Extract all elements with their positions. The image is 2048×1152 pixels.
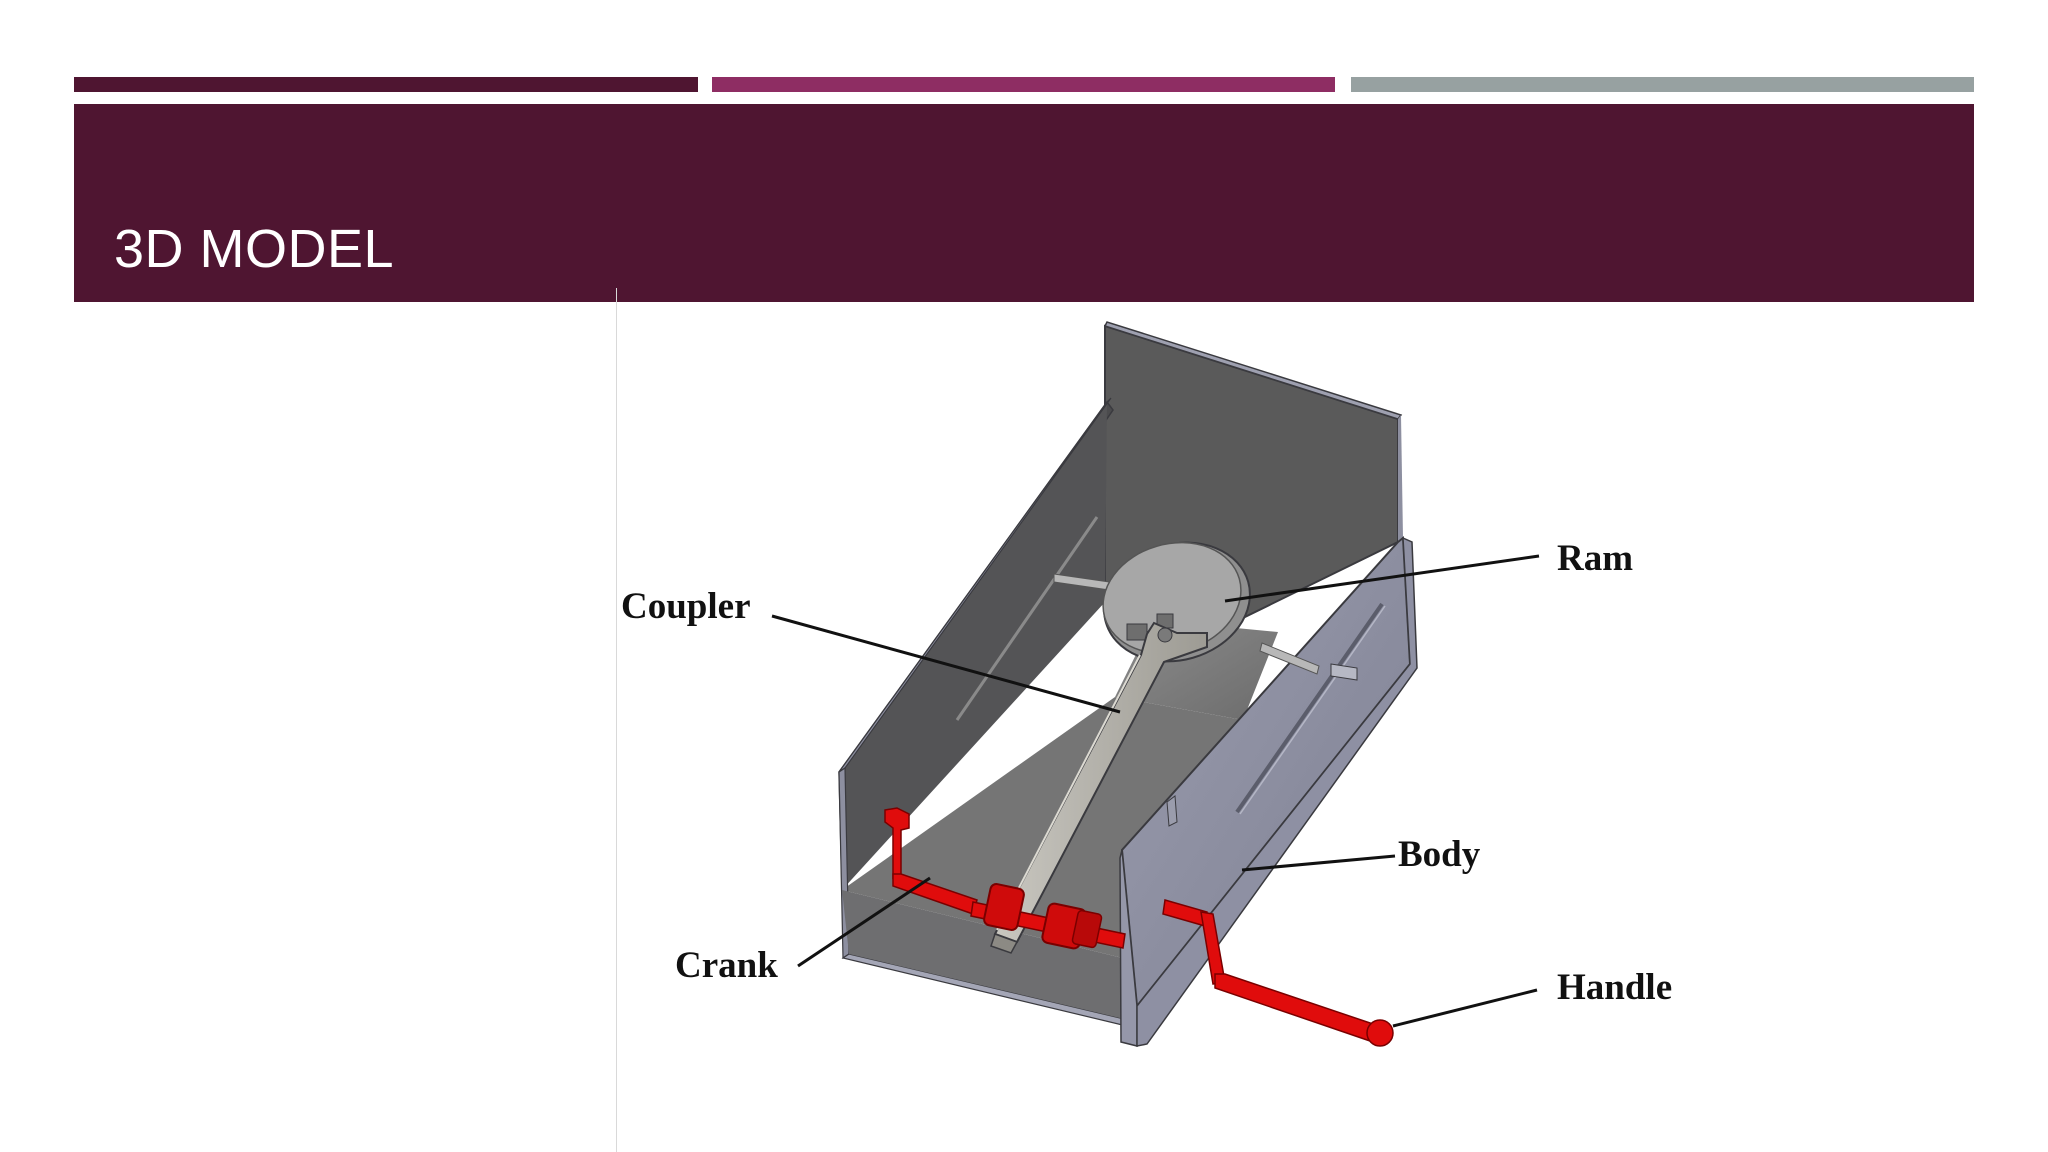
content-divider (616, 288, 617, 1152)
accent-bar-magenta (712, 77, 1335, 92)
label-coupler: Coupler (621, 586, 751, 627)
leader-handle (1392, 988, 1538, 1028)
mechanism-figure: Ram Coupler Body Crank Handle (617, 302, 1989, 1152)
coupler-part (990, 621, 1208, 954)
label-handle: Handle (1557, 967, 1672, 1008)
label-ram: Ram (1557, 538, 1633, 579)
leader-ram (1224, 554, 1540, 603)
crank-handle-part (884, 807, 1394, 1047)
slide-title: 3D MODEL (114, 219, 395, 279)
title-band: 3D MODEL (74, 104, 1974, 302)
callout-lines (771, 554, 1540, 1028)
mechanism-illustration: Ram Coupler Body Crank Handle (621, 321, 1672, 1047)
label-body: Body (1398, 834, 1481, 875)
leader-crank (797, 876, 931, 968)
leader-body (1241, 854, 1396, 872)
leader-coupler (771, 614, 1121, 714)
accent-bar-dark (74, 77, 698, 92)
ram-part (1102, 541, 1251, 663)
label-crank: Crank (675, 945, 778, 986)
accent-bar-gray (1351, 77, 1974, 92)
